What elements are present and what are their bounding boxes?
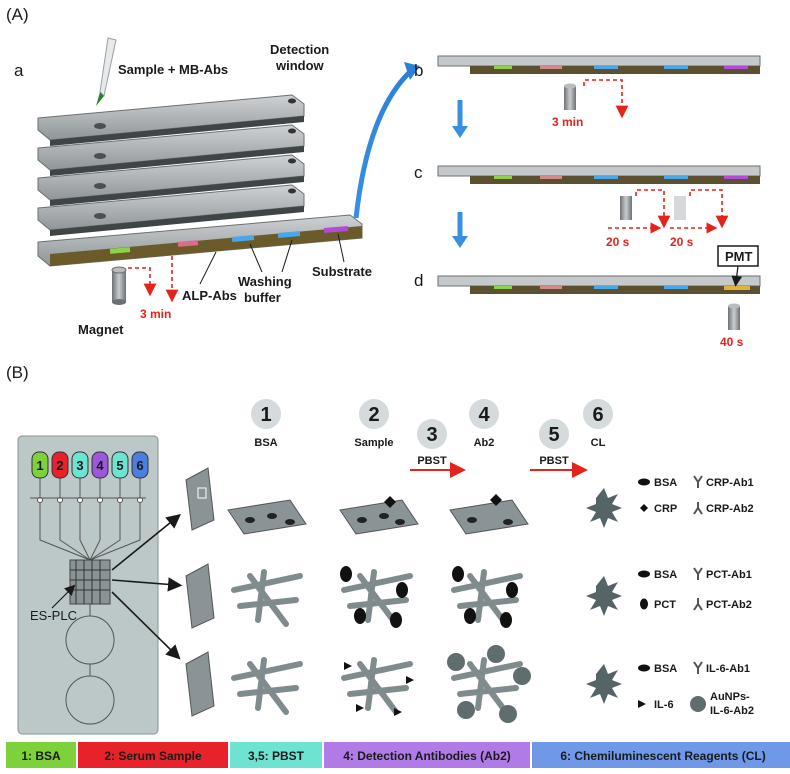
legend-aunps-1: AuNPs- bbox=[710, 691, 750, 703]
strip-c bbox=[437, 165, 761, 184]
time-label-b: 3 min bbox=[552, 115, 583, 129]
legend-il6: IL-6 bbox=[654, 699, 674, 711]
legend-crp-ab2: CRP-Ab2 bbox=[706, 503, 754, 515]
legend-bsa-2: BSA bbox=[654, 569, 677, 581]
flow-arrow-curve bbox=[353, 68, 414, 219]
svg-text:1: BSA: 1: BSA bbox=[21, 749, 61, 763]
chip-well-5: 5 bbox=[89, 451, 129, 561]
svg-text:4: Detection Antibodies (Ab2): 4: Detection Antibodies (Ab2) bbox=[343, 749, 511, 763]
strip-d bbox=[437, 275, 761, 294]
svg-text:5: 5 bbox=[116, 458, 123, 473]
chip-strip-stack bbox=[37, 94, 363, 267]
legend-il6: BSA IL-6-Ab1 IL-6 AuNPs- IL-6-Ab2 bbox=[638, 661, 754, 717]
detection-window-label-2: window bbox=[275, 58, 325, 73]
legend-bar-item-3: 3,5: PBST bbox=[230, 742, 322, 768]
subpanel-d-label: d bbox=[414, 271, 423, 290]
reagent-legend-bar: 1: BSA 2: Serum Sample 3,5: PBST 4: Detecti… bbox=[6, 742, 790, 768]
magnet-label: Magnet bbox=[78, 322, 124, 337]
svg-text:4: 4 bbox=[96, 458, 104, 473]
washing-label-2: buffer bbox=[244, 290, 281, 305]
svg-text:6: 6 bbox=[136, 458, 143, 473]
chip-well-4: 4 bbox=[89, 451, 109, 561]
es-plc-label: ES-PLC bbox=[30, 608, 77, 623]
subpanel-a-label: a bbox=[14, 61, 24, 80]
legend-aunps-2: IL-6-Ab2 bbox=[710, 705, 754, 717]
washing-label-1: Washing bbox=[238, 274, 292, 289]
step-label-1: BSA bbox=[254, 437, 277, 449]
svg-text:6: Chemiluminescent Reagents (: 6: Chemiluminescent Reagents (CL) bbox=[560, 749, 765, 763]
svg-text:6: 6 bbox=[592, 404, 603, 426]
pmt-label: PMT bbox=[725, 249, 753, 264]
svg-text:1: 1 bbox=[36, 458, 43, 473]
row-planar bbox=[185, 467, 622, 535]
svg-text:2: 2 bbox=[368, 404, 379, 426]
legend-bsa-1: BSA bbox=[654, 477, 677, 489]
svg-text:2: 2 bbox=[56, 458, 63, 473]
svg-text:3: 3 bbox=[426, 424, 437, 446]
step-label-4: Ab2 bbox=[474, 437, 495, 449]
legend-pct: PCT bbox=[654, 599, 676, 611]
svg-text:1: 1 bbox=[260, 404, 271, 426]
svg-text:2: Serum Sample: 2: Serum Sample bbox=[104, 749, 202, 763]
legend-pct-ab2: PCT-Ab2 bbox=[706, 599, 752, 611]
panel-a-label: (A) bbox=[6, 5, 29, 24]
chip-well-1: 1 bbox=[31, 451, 91, 561]
magnet-icon bbox=[111, 266, 127, 305]
magnet-move-arrow bbox=[128, 267, 157, 297]
legend-bar-item-1: 1: BSA bbox=[6, 742, 76, 768]
subpanel-c-label: c bbox=[414, 163, 423, 182]
step-label-5: PBST bbox=[539, 455, 569, 467]
strip-b bbox=[437, 55, 761, 74]
panel-b-label: (B) bbox=[6, 363, 29, 382]
svg-text:5: 5 bbox=[548, 424, 559, 446]
step-label-3: PBST bbox=[417, 455, 447, 467]
row-nanofiber-pct bbox=[185, 563, 622, 629]
legend-crp: BSA CRP-Ab1 CRP CRP-Ab2 bbox=[638, 475, 754, 515]
step-label-2: Sample bbox=[354, 437, 393, 449]
legend-bsa-3: BSA bbox=[654, 663, 677, 675]
legend-crp: CRP bbox=[654, 503, 677, 515]
svg-text:3: 3 bbox=[76, 458, 83, 473]
substrate-label: Substrate bbox=[312, 264, 372, 279]
alp-abs-label: ALP-Abs bbox=[182, 288, 237, 303]
legend-bar-item-5: 6: Chemiluminescent Reagents (CL) bbox=[532, 742, 790, 768]
chip-well-3: 3 bbox=[71, 451, 91, 561]
time-label-c1: 20 s bbox=[606, 235, 630, 249]
time-label-a: 3 min bbox=[140, 307, 171, 321]
time-label-c2: 20 s bbox=[670, 235, 694, 249]
detection-window-label-1: Detection bbox=[270, 42, 329, 57]
legend-pct: BSA PCT-Ab1 PCT PCT-Ab2 bbox=[638, 567, 752, 611]
subpanel-b-label: b bbox=[414, 61, 423, 80]
legend-crp-ab1: CRP-Ab1 bbox=[706, 477, 754, 489]
row-nanofiber-il6 bbox=[185, 645, 622, 723]
svg-text:4: 4 bbox=[478, 404, 490, 426]
pipette-icon bbox=[96, 37, 117, 106]
chip-well-6: 6 bbox=[89, 451, 149, 561]
legend-il6-ab1: IL-6-Ab1 bbox=[706, 663, 750, 675]
time-label-d: 40 s bbox=[720, 335, 744, 349]
legend-pct-ab1: PCT-Ab1 bbox=[706, 569, 752, 581]
legend-bar-item-2: 2: Serum Sample bbox=[78, 742, 228, 768]
sample-label: Sample + MB-Abs bbox=[118, 62, 228, 77]
svg-text:3,5: PBST: 3,5: PBST bbox=[248, 749, 305, 763]
legend-bar-item-4: 4: Detection Antibodies (Ab2) bbox=[324, 742, 530, 768]
step-6: 6CL bbox=[583, 399, 613, 449]
chip-well-2: 2 bbox=[51, 451, 91, 561]
step-label-6: CL bbox=[591, 437, 606, 449]
